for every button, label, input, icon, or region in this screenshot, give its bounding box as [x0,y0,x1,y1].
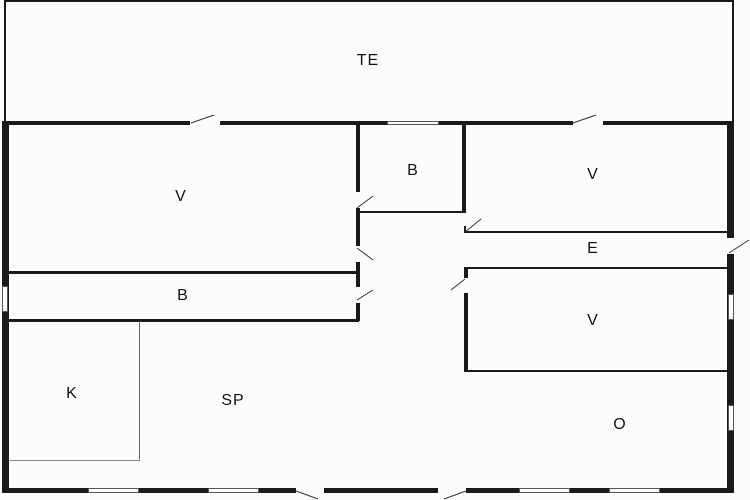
exterior-wall-top [2,121,732,125]
kitchen-counter [9,321,140,461]
room-label-terrace: TE [356,52,380,69]
window-left [2,286,8,312]
window-bottom-4 [609,488,660,493]
exterior-wall-bottom [2,488,734,493]
wall-bath1-bottom [360,211,464,213]
terrace-wall-right [732,0,734,124]
room-label-bath2: B [177,287,189,304]
wall-v2-left-stub [464,226,466,233]
door-opening-right-hall [726,238,735,254]
wall-bath1-right [462,121,466,213]
door-opening-bath2 [355,287,361,303]
door-opening-bottom-2 [438,487,466,494]
wall-v1-bottom [9,271,359,274]
wall-v3-top [464,267,728,269]
door-opening-bath1 [355,192,361,208]
door-opening-v3 [463,278,469,293]
window-right-2 [728,405,734,431]
room-label-v2: V [587,166,599,183]
door-swing-bath2 [356,289,374,301]
terrace-wall-top [4,0,734,2]
wall-b2-bottom [9,319,359,322]
room-label-sp: SP [221,392,245,409]
window-bottom-3 [519,488,570,493]
door-swing-v1 [356,247,374,261]
door-swing-top-left [190,114,215,124]
room-label-hall: E [587,240,599,257]
window-top-bath [387,121,439,125]
door-swing-right-hall [728,239,750,254]
window-right-1 [728,294,734,320]
room-label-v3: V [587,312,599,329]
wall-v3-bottom [464,370,728,372]
door-swing-bath1 [356,195,374,209]
room-label-v1: V [175,188,187,205]
terrace-wall-left [4,0,6,124]
room-label-o: O [613,416,627,433]
room-label-kitchen: K [66,385,78,402]
door-swing-bottom-2 [443,490,467,500]
window-bottom-1 [88,488,139,493]
door-opening-top-left [190,120,220,126]
window-bottom-2 [208,488,259,493]
wall-v1-right [356,121,360,321]
door-swing-bottom-1 [295,490,319,500]
wall-v2-bottom [464,231,728,233]
door-swing-v3 [450,278,466,291]
door-opening-bottom-1 [296,487,324,494]
door-swing-top-right [572,114,597,124]
door-opening-top-right [573,120,603,126]
door-opening-v1 [355,246,361,262]
room-label-bath1: B [407,162,419,179]
wall-v3-left [464,267,468,372]
door-swing-v2 [464,218,482,233]
